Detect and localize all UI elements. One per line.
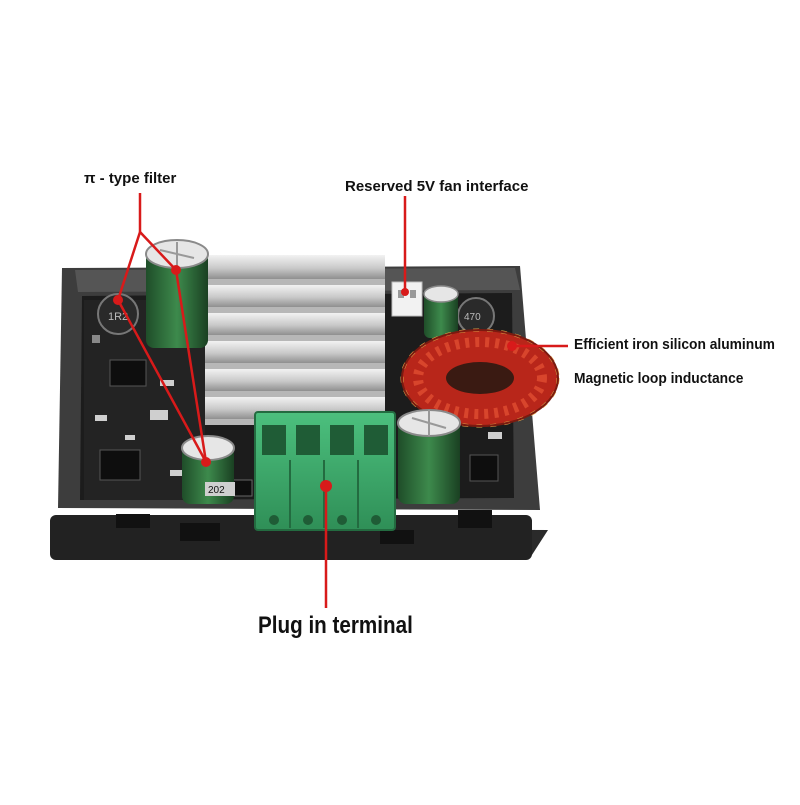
capacitor-right-small — [423, 285, 459, 338]
fan-connector — [391, 281, 423, 317]
inductance-label-line1: Efficient iron silicon aluminum — [574, 336, 775, 353]
capacitor-pi-filter-bottom: 202 — [181, 435, 235, 504]
capacitor-pi-filter-top — [145, 239, 209, 348]
pi-filter-label: π - type filter — [84, 170, 177, 187]
pi-filter-pointer-inductor — [116, 231, 142, 301]
pi-filter-pointer-top-cap — [139, 231, 177, 271]
pi-filter-pointer-bottom-cap-2 — [116, 299, 208, 463]
pointer-dots — [113, 265, 517, 492]
plug-terminal-label: Plug in terminal — [258, 612, 413, 639]
heatsink — [205, 255, 385, 425]
inductor-1r2: 1R2 — [97, 293, 139, 335]
inductance-label-line2: Magnetic loop inductance — [574, 370, 744, 387]
toroid-inductor — [400, 328, 560, 428]
pointer-lines — [116, 193, 568, 608]
fan-interface-label: Reserved 5V fan interface — [345, 178, 529, 195]
pi-filter-pointer-bottom-cap — [174, 269, 208, 463]
svg-text:470: 470 — [464, 312, 481, 323]
svg-text:202: 202 — [208, 485, 225, 496]
terminal-block — [254, 411, 396, 531]
capacitor-right-large — [397, 409, 461, 504]
svg-text:1R2: 1R2 — [108, 311, 128, 323]
